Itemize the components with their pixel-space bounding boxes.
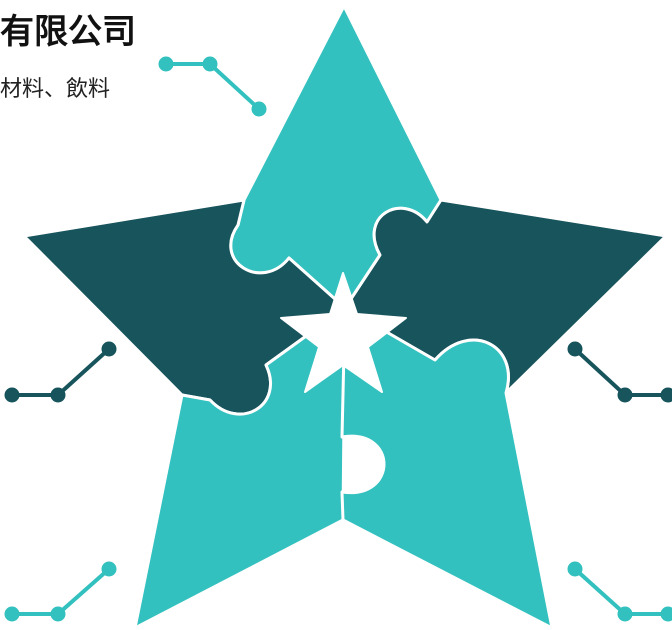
page-title: 有限公司 xyxy=(0,13,136,51)
connector-top xyxy=(158,56,267,117)
connector-left-bottom xyxy=(4,561,117,622)
connector-left-middle xyxy=(4,341,117,403)
puzzle-piece-bottom-right xyxy=(340,306,554,630)
connector-right-middle xyxy=(567,341,672,403)
page-subtitle: 材料、飲料 xyxy=(0,76,111,101)
center-star xyxy=(280,272,407,393)
connector-right-bottom xyxy=(567,561,672,622)
